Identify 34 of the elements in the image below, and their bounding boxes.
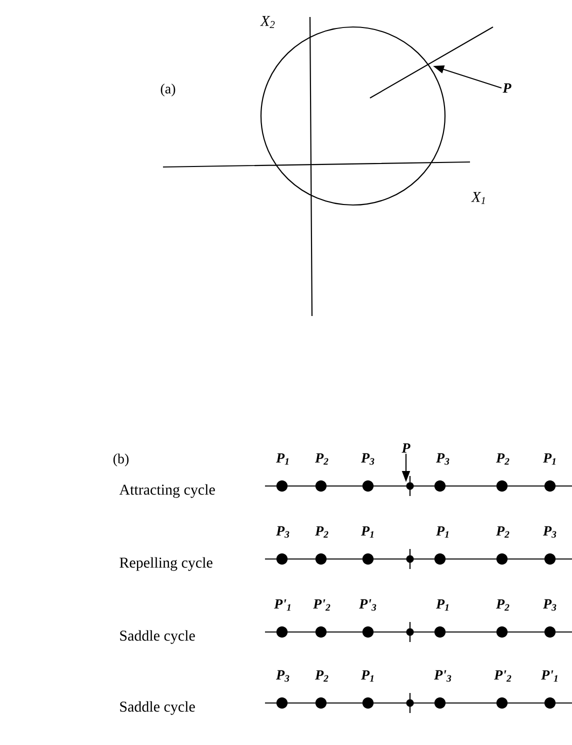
point-label: P'$_{2}$	[313, 599, 330, 611]
panel-label: (b)	[113, 454, 129, 466]
point-label: P	[502, 83, 512, 93]
point-label: P$_{1}$	[543, 453, 556, 465]
point-label: P$_{1}$	[436, 526, 448, 538]
point-label: P$_{3}$	[276, 526, 290, 538]
point-label: P'$_{2}$	[494, 670, 512, 682]
point-label: P$_{1}$	[361, 526, 374, 538]
point-label: P$_{2}$	[315, 453, 328, 465]
row-label: Saddle cycle	[120, 630, 195, 644]
row-label: Attracting cycle	[119, 484, 215, 498]
point-label: P$_{3}$	[543, 526, 556, 538]
point-label: P$_{3}$	[361, 453, 374, 465]
point-label: P$_{2}$	[496, 453, 510, 465]
point-label: P'$_{1}$	[541, 670, 558, 682]
point-label: P$_{1}$	[276, 453, 288, 465]
point-label: P$_{2}$	[496, 599, 510, 611]
point-label: P'$_{3}$	[434, 670, 452, 682]
panel-label: (a)	[160, 84, 176, 96]
axis-label: X$_{2}$	[260, 16, 275, 28]
point-label: P'$_{1}$	[274, 599, 290, 611]
point-label: P$_{3}$	[543, 599, 556, 611]
point-label: P	[402, 443, 410, 453]
point-label: P$_{2}$	[315, 670, 328, 682]
point-label: P$_{2}$	[315, 526, 328, 538]
point-label: P$_{2}$	[496, 526, 510, 538]
row-label: Saddle cycle	[120, 701, 195, 715]
axis-label: X$_{1}$	[471, 192, 485, 204]
point-label: P'$_{3}$	[359, 599, 376, 611]
point-label: P$_{1}$	[361, 670, 374, 682]
point-label: P$_{1}$	[436, 599, 448, 611]
point-label: P$_{3}$	[276, 670, 290, 682]
row-label: Repelling cycle	[120, 557, 212, 571]
point-label: P$_{3}$	[436, 453, 450, 465]
